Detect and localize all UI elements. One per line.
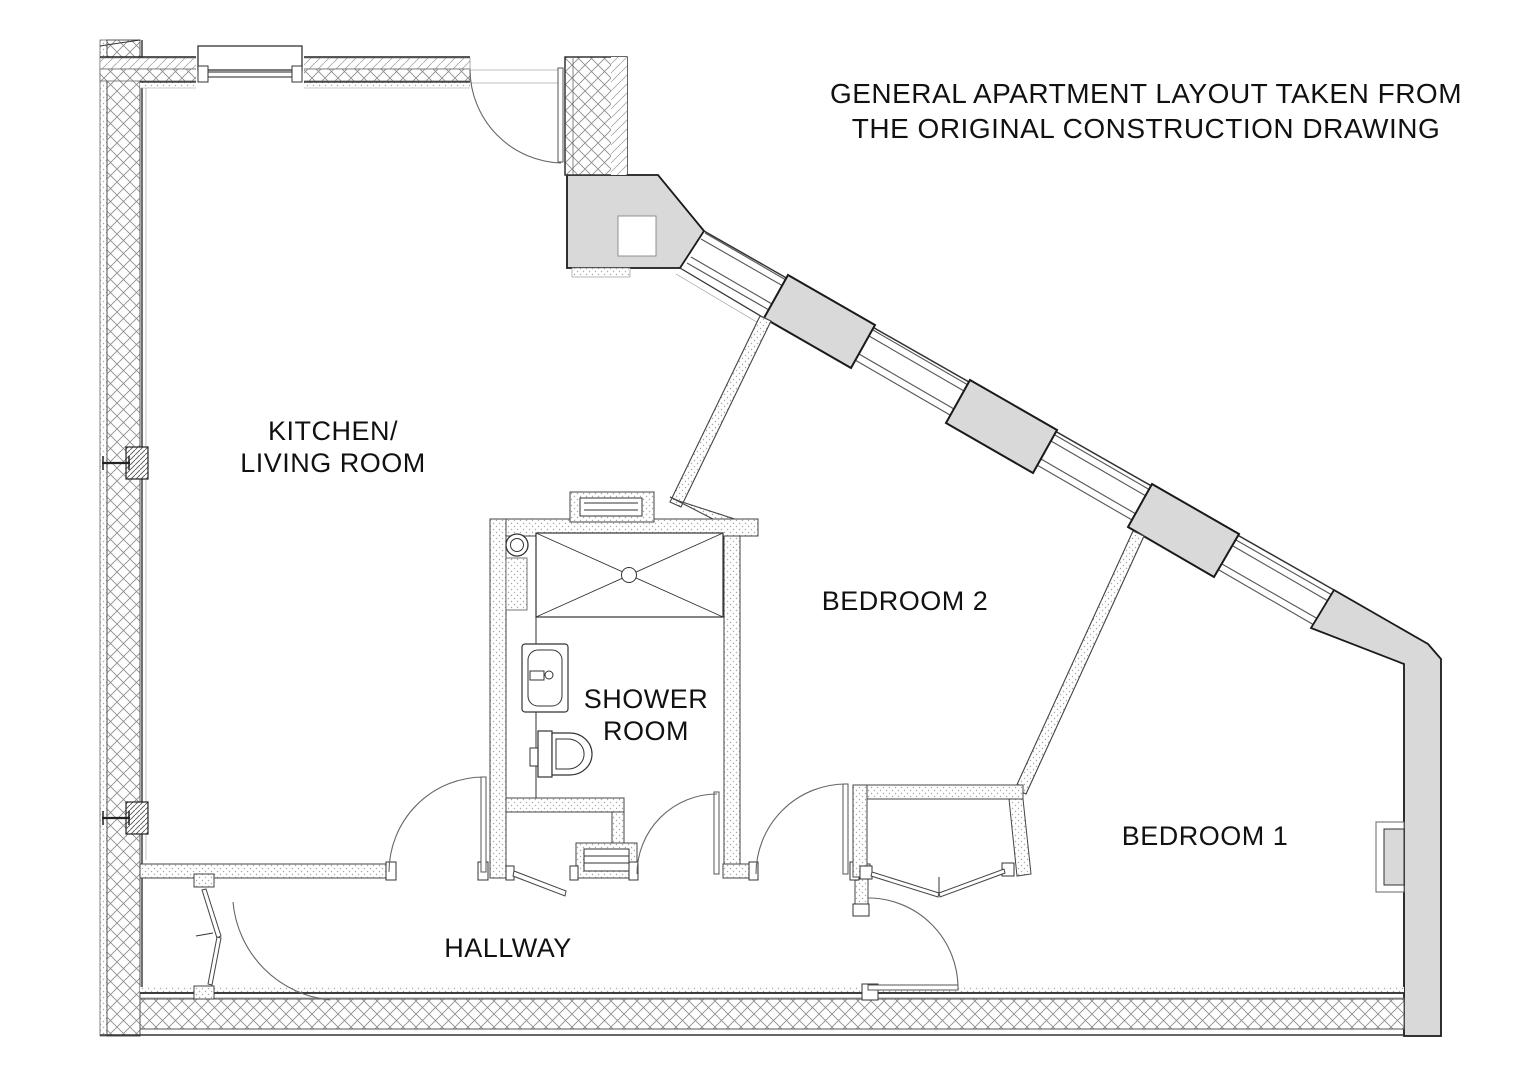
- wash-basin-icon: [521, 643, 569, 713]
- door-swing-arc: [636, 793, 718, 875]
- right-exterior-wall: [1309, 588, 1442, 1037]
- door-swing-arc: [232, 901, 331, 1001]
- door-leaf: [870, 871, 940, 898]
- room-label-bedroom1: BEDROOM 1: [1122, 821, 1289, 851]
- top-exterior-wall: [99, 44, 471, 90]
- column-3: [1126, 482, 1241, 579]
- drawing-title-line2: THE ORIGINAL CONSTRUCTION DRAWING: [852, 113, 1440, 144]
- door-leaf: [713, 791, 720, 875]
- extract-fan-icon: [505, 533, 529, 611]
- door-leaf: [842, 783, 849, 875]
- shower-drain-icon: [621, 567, 637, 583]
- room-label-kitchen-living-line2: LIVING ROOM: [240, 448, 426, 478]
- kitchen-east-wall: [564, 56, 628, 176]
- door-shower-room: [505, 865, 579, 897]
- door-bedroom1: [852, 897, 959, 1001]
- door-leaf: [207, 936, 222, 986]
- room-label-shower-line2: ROOM: [603, 716, 689, 746]
- closet: [852, 784, 1032, 898]
- column-1: [762, 273, 877, 370]
- door-leaf: [512, 870, 567, 897]
- door-kitchen-hallway: [385, 776, 489, 881]
- door-bedroom2-a: [628, 791, 720, 881]
- door-leaf: [480, 776, 487, 873]
- door-swing-arc: [469, 69, 562, 164]
- structural-columns: [762, 273, 1241, 579]
- door-leaf: [557, 67, 564, 163]
- closet-bifold-doors: [859, 862, 1015, 898]
- bedroom1-bedroom2-partition: [1014, 530, 1145, 795]
- room-label-hallway: HALLWAY: [444, 933, 572, 963]
- shower-room-walls: [489, 518, 759, 879]
- room-label-bedroom2: BEDROOM 2: [822, 586, 989, 616]
- glazed-wall: [566, 174, 1335, 626]
- steel-column-marker: [102, 446, 149, 480]
- door-swing-arc: [867, 897, 959, 989]
- window-glazing-lines: [686, 232, 1333, 626]
- room-label-shower-line1: SHOWER: [584, 684, 709, 714]
- toilet-icon: [529, 730, 593, 778]
- duct-box: [575, 842, 638, 879]
- left-exterior-wall: [99, 39, 149, 1037]
- room-label-kitchen-living-line1: KITCHEN/: [268, 416, 398, 446]
- door-swing-arc: [755, 783, 847, 875]
- door-leaf: [201, 888, 222, 939]
- wall-recess: [1375, 821, 1405, 893]
- labels: GENERAL APARTMENT LAYOUT TAKEN FROM THE …: [240, 78, 1462, 963]
- service-riser-icon: [569, 491, 655, 523]
- window-top: [196, 44, 304, 90]
- steel-column-marker: [102, 801, 149, 835]
- door-swing-arc: [388, 776, 485, 873]
- shower-tray: [535, 532, 724, 618]
- door-leaf: [938, 868, 1006, 898]
- door-leaf: [867, 984, 959, 991]
- bottom-exterior-wall: [100, 987, 1405, 1036]
- drawing-title-line1: GENERAL APARTMENT LAYOUT TAKEN FROM: [830, 78, 1462, 109]
- corner-block: [566, 174, 706, 278]
- door-entrance: [193, 873, 331, 1001]
- door-kitchen-external: [469, 67, 564, 164]
- column-2: [944, 378, 1059, 475]
